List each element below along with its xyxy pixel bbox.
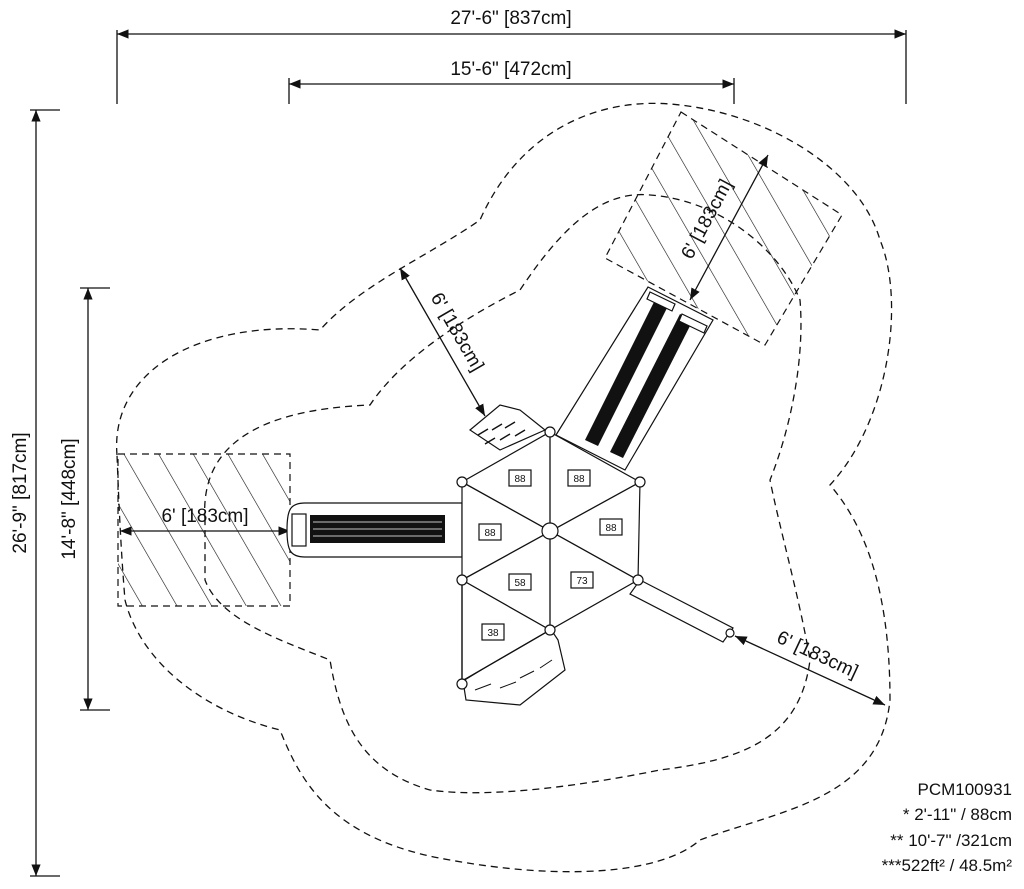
climber-top-left xyxy=(468,404,547,451)
overall-depth-label: 26'-9" [817cm] xyxy=(10,432,31,553)
deck-height-label: 73 xyxy=(576,576,588,587)
deck-height-label: 88 xyxy=(573,474,585,485)
inner-depth-label: 14'-8" [448cm] xyxy=(59,438,80,559)
inner-width-label: 15'-6" [472cm] xyxy=(450,59,571,80)
hatched-area-left xyxy=(117,453,291,607)
deck-height-label: 88 xyxy=(605,523,617,534)
deck-height-label: 38 xyxy=(487,628,499,639)
overall-width-label: 27'-6" [837cm] xyxy=(450,8,571,29)
deck-height-label: 88 xyxy=(514,474,526,485)
hex-deck xyxy=(456,426,646,690)
slide-left xyxy=(286,502,463,558)
note-deck-height: * 2'-11" / 88cm xyxy=(903,805,1012,824)
use-zone-top-left-label: 6' [183cm] xyxy=(426,289,488,375)
bar-bottom-right xyxy=(629,579,735,643)
use-zone-left-label: 6' [183cm] xyxy=(161,506,248,527)
note-overall-height: ** 10'-7" /321cm xyxy=(890,831,1012,850)
deck-height-label: 88 xyxy=(484,528,496,539)
outer-use-zone xyxy=(116,102,893,873)
deck-height-label: 58 xyxy=(514,578,526,589)
slide-top-right xyxy=(555,286,714,471)
model-number: PCM100931 xyxy=(917,780,1012,799)
note-area: ***522ft² / 48.5m² xyxy=(882,856,1013,875)
